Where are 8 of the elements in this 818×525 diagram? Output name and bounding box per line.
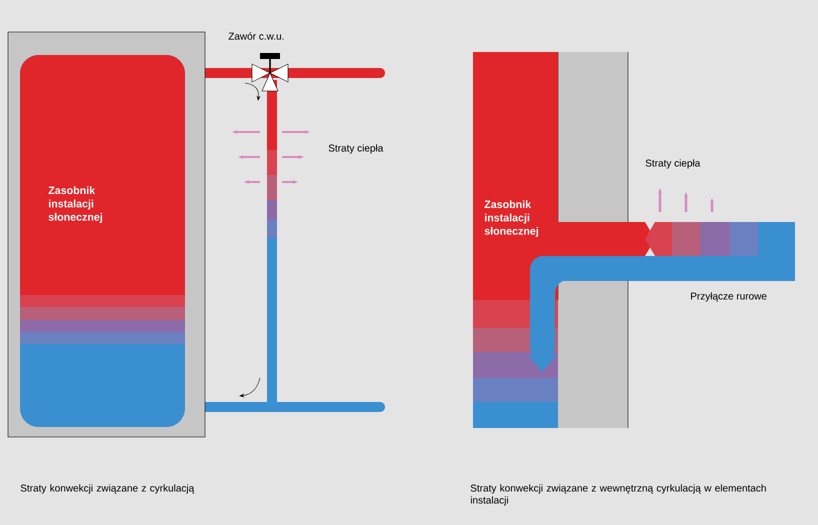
text-label: Straty konwekcji związane z cyrkulacją bbox=[20, 484, 194, 494]
storage-tank: Zasobnik instalacji słonecznej bbox=[473, 52, 558, 428]
text-label: Zawór c.w.u. bbox=[228, 32, 284, 40]
text-label: Przyłącze rurowe bbox=[691, 292, 766, 302]
text-label: Straty konwekcji związane z wewnętrzną cyrkulacją w elementach instalacji bbox=[470, 484, 766, 506]
storage-tank: Zasobnik instalacji słonecznej bbox=[8, 32, 206, 438]
text-label: Straty ciepła bbox=[328, 144, 384, 154]
text-label: Straty ciepła bbox=[646, 159, 700, 169]
